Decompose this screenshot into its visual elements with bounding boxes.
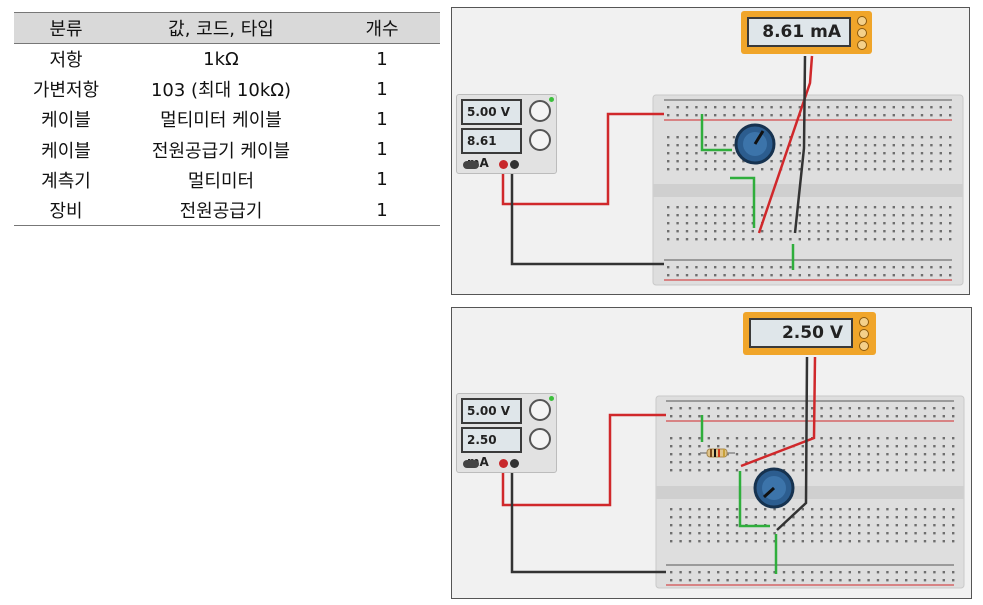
current-knob[interactable] — [529, 428, 551, 450]
power-supply: 5.00 V 2.50 mA — [456, 393, 557, 473]
cell-value: 전원공급기 — [118, 194, 324, 227]
psu-voltage-display: 5.00 V — [461, 99, 522, 125]
table-row: 가변저항 103 (최대 10kΩ) 1 — [14, 74, 440, 104]
cell-category: 계측기 — [41, 170, 91, 192]
cell-count: 1 — [376, 48, 388, 70]
voltage-knob[interactable] — [529, 100, 551, 122]
cell-count: 1 — [376, 139, 388, 161]
header-value: 값, 코드, 타입 — [118, 12, 324, 44]
multimeter: 2.50 V — [743, 312, 876, 355]
cell-category: 가변저항 — [32, 80, 100, 102]
potentiometer[interactable] — [734, 123, 776, 165]
cell-count: 1 — [376, 108, 388, 130]
negative-terminal-icon[interactable] — [510, 459, 519, 468]
multimeter-display: 2.50 V — [749, 318, 853, 348]
cell-value: 멀티미터 — [187, 170, 255, 192]
breadboard[interactable] — [652, 94, 964, 286]
mode-r-button[interactable] — [859, 341, 869, 351]
psu-current-display: 2.50 mA — [461, 427, 522, 469]
table-row: 케이블 멀티미터 케이블 1 — [14, 104, 440, 134]
circuit-canvas-voltage[interactable]: 5.00 V 2.50 mA 2.50 V — [451, 307, 972, 599]
parts-table: 분류 값, 코드, 타입 개수 저항 1kΩ 1 가변저항 103 (최대 10… — [14, 12, 440, 227]
multimeter: 8.61 mA — [741, 11, 872, 54]
circuit-drawing — [501, 356, 965, 589]
mode-v-button[interactable] — [859, 329, 869, 339]
potentiometer[interactable] — [753, 467, 795, 509]
circuit-drawing — [501, 55, 964, 286]
cell-count: 1 — [324, 194, 440, 227]
cell-category: 저항 — [49, 50, 83, 72]
table-row: 저항 1kΩ 1 — [14, 44, 440, 75]
cell-value: 1kΩ — [203, 48, 239, 70]
cell-category: 케이블 — [41, 140, 91, 162]
wires[interactable] — [501, 55, 814, 270]
table-row: 장비 전원공급기 1 — [14, 194, 440, 227]
power-supply: 5.00 V 8.61 mA — [456, 94, 557, 174]
circuit-canvas-current[interactable]: 5.00 V 8.61 mA 8.61 mA — [451, 7, 970, 295]
current-knob[interactable] — [529, 129, 551, 151]
mode-a-button[interactable] — [857, 16, 867, 26]
positive-terminal-icon[interactable] — [499, 160, 508, 169]
voltage-knob[interactable] — [529, 399, 551, 421]
table-header-row: 분류 값, 코드, 타입 개수 — [14, 12, 440, 44]
table-row: 계측기 멀티미터 1 — [14, 165, 440, 195]
power-switch[interactable] — [463, 460, 479, 468]
wires[interactable] — [501, 356, 817, 574]
indicator-icon — [549, 97, 554, 102]
table-row: 케이블 전원공급기 케이블 1 — [14, 135, 440, 165]
header-count: 개수 — [324, 12, 440, 44]
breadboard[interactable] — [655, 395, 965, 589]
header-category: 분류 — [14, 12, 118, 44]
mode-v-button[interactable] — [857, 28, 867, 38]
multimeter-display: 8.61 mA — [747, 17, 851, 47]
cell-value: 103 (최대 10kΩ) — [150, 80, 292, 102]
cell-value: 전원공급기 케이블 — [151, 140, 291, 162]
psu-current-display: 8.61 mA — [461, 128, 522, 170]
power-switch[interactable] — [463, 161, 479, 169]
indicator-icon — [549, 396, 554, 401]
negative-terminal-icon[interactable] — [510, 160, 519, 169]
cell-category: 케이블 — [41, 110, 91, 132]
mode-r-button[interactable] — [857, 40, 867, 50]
positive-terminal-icon[interactable] — [499, 459, 508, 468]
psu-voltage-display: 5.00 V — [461, 398, 522, 424]
mode-a-button[interactable] — [859, 317, 869, 327]
cell-count: 1 — [376, 78, 388, 100]
cell-category: 장비 — [14, 194, 118, 227]
cell-value: 멀티미터 케이블 — [160, 110, 282, 132]
resistor[interactable] — [700, 448, 735, 458]
cell-count: 1 — [376, 169, 388, 191]
